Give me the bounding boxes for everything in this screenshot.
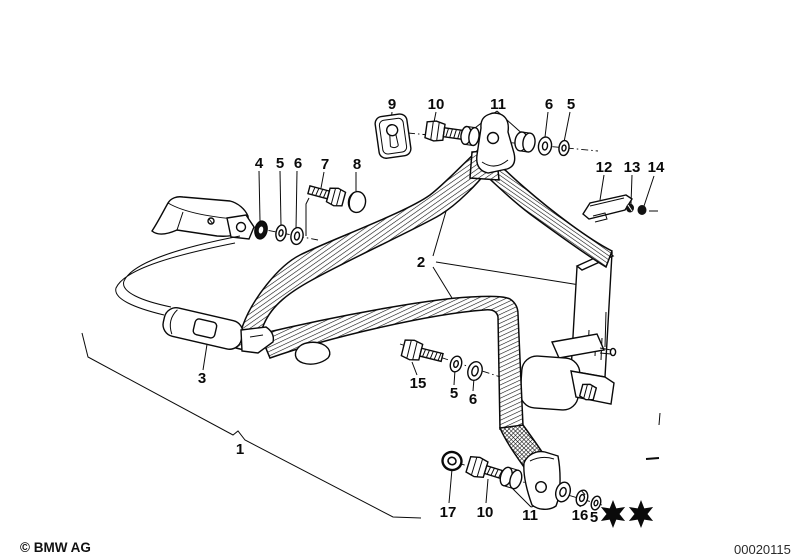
screw-part13 xyxy=(626,203,634,213)
nut-part5-top xyxy=(558,139,570,157)
belt-guide-hardware xyxy=(582,194,658,223)
callout-11-bottom: 11 xyxy=(522,507,538,524)
cover-screw xyxy=(207,217,215,225)
callout-6-mid: 6 xyxy=(469,391,477,408)
washer-part11-right xyxy=(514,131,536,153)
lower-anchor-hardware-left xyxy=(254,185,367,246)
lock-washer-part16 xyxy=(575,489,589,507)
callout-2: 2 xyxy=(417,254,425,271)
belt-end-anchor-plate xyxy=(523,450,561,510)
spacer-sleeve-part11-bottom xyxy=(499,466,523,490)
callout-5-midleft: 5 xyxy=(276,155,284,172)
hex-bolt-part10-bottom xyxy=(465,455,505,480)
belt-guide-part12 xyxy=(582,194,633,220)
callout-10-top: 10 xyxy=(428,96,445,113)
retractor-mount-hardware xyxy=(400,339,483,382)
callout-5-mid: 5 xyxy=(450,385,458,402)
footnote-star-icon xyxy=(600,500,626,528)
diagram-number: 00020115 xyxy=(734,542,791,557)
callout-13: 13 xyxy=(624,159,641,176)
callout-9: 9 xyxy=(388,96,396,113)
callout-labels: 1 2 3 4 5 6 7 8 9 10 11 6 5 12 13 14 15 … xyxy=(198,96,665,526)
buckle-assembly xyxy=(115,196,331,365)
callout-10-bottom: 10 xyxy=(477,504,494,521)
reference-line-part1 xyxy=(81,332,422,519)
callout-11-top: 11 xyxy=(490,96,506,113)
retractor-arm xyxy=(551,333,605,359)
callout-8: 8 xyxy=(353,156,361,173)
seat-belt-webbing xyxy=(235,148,613,471)
stray-marks xyxy=(645,412,661,460)
buckle-release-button xyxy=(192,318,218,339)
washer-part4 xyxy=(254,220,268,240)
floor-anchor-hardware xyxy=(441,450,602,511)
callout-5-bottom: 5 xyxy=(590,509,598,526)
spacer-sleeve-part11-left xyxy=(460,125,480,147)
washer-part6-midleft xyxy=(290,226,304,246)
belt-tongue xyxy=(240,326,275,354)
b-pillar-panel xyxy=(519,251,617,411)
washer-part5-mid xyxy=(449,355,463,373)
lap-belt-run xyxy=(258,295,524,430)
hex-bolt-part10-top xyxy=(424,120,465,142)
belt-retractor xyxy=(519,355,581,411)
hex-bolt-part7 xyxy=(307,185,347,207)
callout-17: 17 xyxy=(440,504,457,521)
callout-14: 14 xyxy=(648,159,665,176)
callout-12: 12 xyxy=(596,159,613,176)
upper-anchor-hardware xyxy=(374,113,570,159)
callout-7: 7 xyxy=(321,156,329,173)
seat-belt-buckle xyxy=(162,307,244,350)
upper-belt-run xyxy=(472,152,613,269)
nut-part5-bottom xyxy=(590,495,602,511)
washer-part6-mid xyxy=(467,360,483,382)
washer-part6-top xyxy=(537,136,553,156)
callout-3: 3 xyxy=(198,370,206,387)
cap-nut-part17 xyxy=(441,450,463,472)
screw-part14 xyxy=(637,205,647,215)
callout-5-top: 5 xyxy=(567,96,575,113)
upper-anchor-bracket xyxy=(476,112,516,174)
hex-bolt-part15 xyxy=(400,339,444,363)
cover-cap-part9 xyxy=(374,113,412,159)
washer-part11-bottom xyxy=(554,481,572,503)
callout-6-top: 6 xyxy=(545,96,553,113)
washer-part5-midleft xyxy=(275,224,287,242)
callout-1: 1 xyxy=(236,441,244,458)
footnote-stars xyxy=(600,500,654,528)
callout-15: 15 xyxy=(410,375,427,392)
belt-loop-fitting xyxy=(294,341,331,365)
callout-4: 4 xyxy=(255,155,264,172)
retractor-pin xyxy=(599,347,617,357)
cap-part8 xyxy=(347,190,367,214)
footnote-star-icon xyxy=(628,500,654,528)
callout-16: 16 xyxy=(572,507,589,524)
buckle-cable xyxy=(115,235,241,316)
callout-6-midleft: 6 xyxy=(294,155,302,172)
copyright-text: © BMW AG xyxy=(20,540,91,555)
foot-bolt xyxy=(578,383,598,401)
